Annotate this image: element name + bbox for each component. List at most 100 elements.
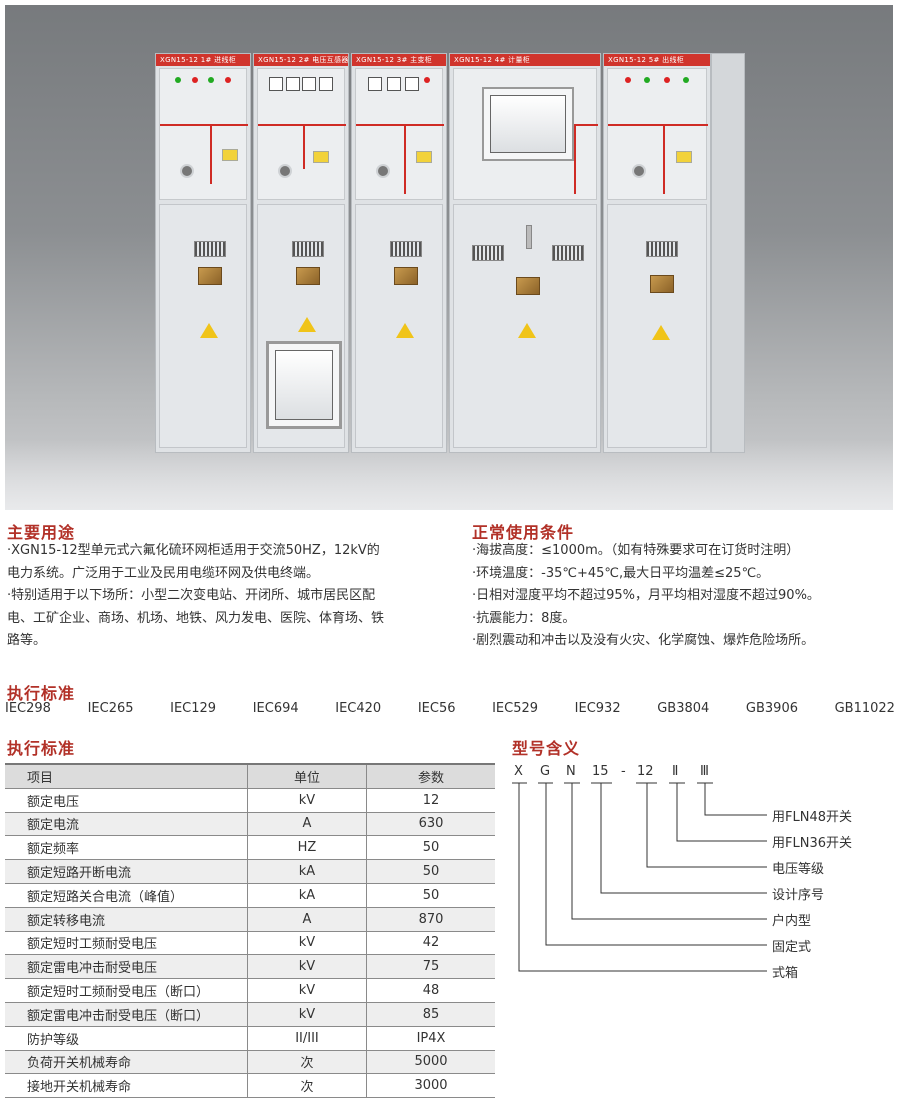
model-meaning: 用FLN36开关 bbox=[772, 836, 852, 851]
standards-list: IEC298 IEC265 IEC129 IEC694 IEC420 IEC56… bbox=[5, 701, 895, 716]
param-value: 75 bbox=[366, 954, 495, 980]
param-unit: kV bbox=[247, 954, 367, 980]
inspection-window bbox=[266, 341, 342, 429]
warning-triangle-icon bbox=[200, 323, 218, 338]
model-char: Ⅱ bbox=[672, 764, 679, 779]
condition-line: ·海拔高度：≤1000m。（如有特殊要求可在订货时注明） bbox=[472, 543, 800, 558]
cabinet-upper-panel bbox=[453, 68, 598, 200]
warning-label bbox=[222, 149, 238, 161]
cabinet-3: XGN15-12 3# 主变柜 bbox=[351, 53, 447, 453]
model-char: G bbox=[540, 764, 551, 779]
control-knob bbox=[278, 164, 292, 178]
usage-text: ·XGN15-12型单元式六氟化硫环网柜适用于交流50HZ，12kV的 电力系统… bbox=[7, 540, 384, 653]
param-name: 额定转移电流 bbox=[5, 907, 248, 932]
model-meaning: 固定式 bbox=[772, 940, 812, 955]
standard-item: IEC265 bbox=[87, 701, 134, 716]
cabinet-header: XGN15-12 3# 主变柜 bbox=[352, 54, 446, 66]
cabinet-header: XGN15-12 4# 计量柜 bbox=[450, 54, 600, 66]
param-unit: kA bbox=[247, 859, 367, 884]
param-value: 50 bbox=[366, 835, 495, 861]
vent-grille bbox=[472, 245, 504, 261]
model-char: X bbox=[514, 764, 523, 779]
conditions-text: ·海拔高度：≤1000m。（如有特殊要求可在订货时注明） ·环境温度：-35℃+… bbox=[472, 540, 820, 653]
param-value: 870 bbox=[366, 907, 495, 932]
cabinet-upper-panel bbox=[607, 68, 708, 200]
cabinet-1: XGN15-12 1# 进线柜 bbox=[155, 53, 251, 453]
param-name: 额定雷电冲击耐受电压（断口） bbox=[5, 1002, 248, 1027]
standard-item: IEC529 bbox=[492, 701, 539, 716]
usage-line: 电力系统。广泛用于工业及民用电缆环网及供电终端。 bbox=[7, 565, 320, 581]
standards-heading: 执行标准 bbox=[7, 684, 76, 703]
param-unit: kV bbox=[247, 1002, 367, 1027]
name-plate bbox=[650, 275, 674, 293]
cabinet-upper-panel bbox=[159, 68, 248, 200]
cabinet-door bbox=[453, 204, 597, 448]
cabinet-upper-panel bbox=[355, 68, 444, 200]
param-value: 85 bbox=[366, 1002, 495, 1027]
conditions-heading: 正常使用条件 bbox=[472, 523, 575, 542]
warning-label bbox=[676, 151, 692, 163]
column-header: 单位 bbox=[247, 762, 367, 789]
param-name: 防护等级 bbox=[5, 1026, 248, 1051]
model-char: 12 bbox=[637, 764, 654, 779]
model-meaning: 式箱 bbox=[772, 966, 799, 981]
warning-triangle-icon bbox=[652, 325, 670, 340]
cabinet-door bbox=[159, 204, 247, 448]
standard-item: GB3804 bbox=[657, 701, 710, 716]
param-value: IP4X bbox=[366, 1026, 495, 1051]
param-name: 额定电压 bbox=[5, 788, 248, 813]
param-name: 额定短时工频耐受电压 bbox=[5, 931, 248, 956]
param-name: 额定电流 bbox=[5, 812, 248, 837]
vent-grille bbox=[194, 241, 226, 257]
param-name: 额定短路开断电流 bbox=[5, 859, 248, 884]
condition-line: ·剧烈震动和冲击以及没有火灾、化学腐蚀、爆炸危险场所。 bbox=[472, 633, 815, 648]
name-plate bbox=[394, 267, 418, 285]
vent-grille bbox=[552, 245, 584, 261]
condition-line: ·抗震能力：8度。 bbox=[472, 610, 576, 626]
standard-item: IEC694 bbox=[252, 701, 299, 716]
vent-grille bbox=[390, 241, 422, 257]
cabinet-door bbox=[607, 204, 707, 448]
param-value: 5000 bbox=[366, 1050, 495, 1075]
table-header-row: 项目 单位 参数 bbox=[5, 762, 495, 789]
name-plate bbox=[516, 277, 540, 295]
cabinet-door bbox=[355, 204, 443, 448]
cabinet-door bbox=[257, 204, 345, 448]
standard-item: IEC932 bbox=[574, 701, 621, 716]
model-meaning: 电压等级 bbox=[772, 862, 825, 877]
param-unit: kV bbox=[247, 788, 367, 813]
param-value: 48 bbox=[366, 978, 495, 1003]
warning-triangle-icon bbox=[518, 323, 536, 338]
model-char: N bbox=[566, 764, 576, 779]
param-value: 42 bbox=[366, 931, 495, 956]
param-name: 额定短路关合电流（峰值） bbox=[5, 883, 248, 908]
param-value: 50 bbox=[366, 883, 495, 908]
usage-line: ·XGN15-12型单元式六氟化硫环网柜适用于交流50HZ，12kV的 bbox=[7, 543, 380, 558]
param-name: 额定雷电冲击耐受电压 bbox=[5, 954, 248, 980]
warning-triangle-icon bbox=[396, 323, 414, 338]
param-value: 3000 bbox=[366, 1073, 495, 1099]
param-unit: II/III bbox=[247, 1026, 367, 1051]
param-unit: 次 bbox=[247, 1073, 367, 1099]
model-meaning: 设计序号 bbox=[772, 888, 825, 903]
cabinet-5: XGN15-12 5# 出线柜 bbox=[603, 53, 711, 453]
product-photo: XGN15-12 1# 进线柜 XGN15-12 2# 电压互感器柜 bbox=[5, 5, 893, 510]
cabinet-side-panel bbox=[711, 53, 745, 453]
param-value: 630 bbox=[366, 812, 495, 837]
usage-heading: 主要用途 bbox=[7, 523, 76, 542]
param-unit: A bbox=[247, 907, 367, 932]
warning-triangle-icon bbox=[298, 317, 316, 332]
model-meaning: 用FLN48开关 bbox=[772, 810, 852, 825]
